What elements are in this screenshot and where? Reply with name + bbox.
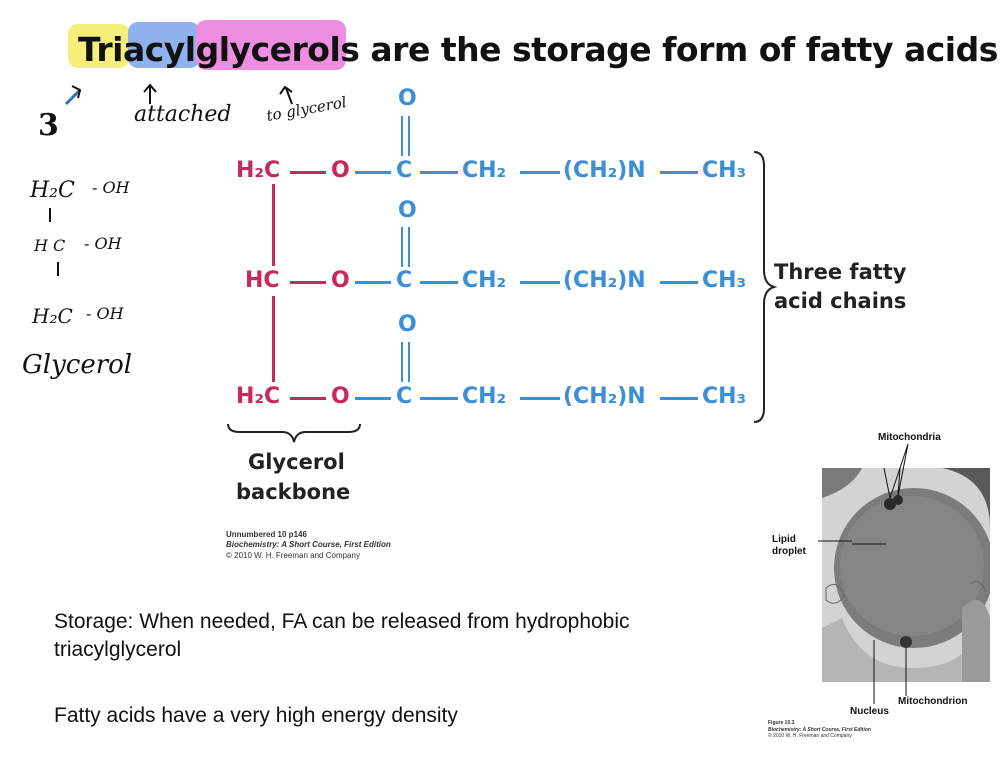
acyl-bond-2d (660, 281, 698, 284)
label-mitochondria: Mitochondria (878, 432, 941, 443)
acyl-bond-3d (660, 397, 698, 400)
figure-credit-1-line1: Unnumbered 10 p146 (226, 530, 307, 539)
carbonyl-bond-3b (408, 342, 410, 382)
carbonyl-bond-2b (408, 227, 410, 267)
carbonyl-bond-1b (408, 116, 410, 156)
glycerol-sketch-row2-left: H C (34, 236, 66, 255)
chain-1: (CH₂)N (563, 158, 646, 183)
glycerol-sketch-row1-right: - OH (92, 178, 130, 197)
figure-credit-1: Unnumbered 10 p146 Biochemistry: A Short… (226, 530, 391, 561)
figure-credit-2-line2: Biochemistry: A Short Course, First Edit… (768, 726, 871, 733)
carbonyl-oxygen-2: O (398, 198, 417, 223)
acyl-bond-3b (420, 397, 458, 400)
ester-bond-1 (290, 171, 326, 174)
methylene-3: CH₂ (462, 384, 507, 409)
body-line-1: Storage: When needed, FA can be released… (54, 610, 630, 633)
methylene-2: CH₂ (462, 268, 507, 293)
figure-credit-1-line3: © 2010 W. H. Freeman and Company (226, 550, 360, 560)
ester-oxygen-2: O (331, 268, 350, 293)
acyl-bond-3a (355, 397, 391, 400)
backbone-carbon-1: H₂C (236, 158, 281, 183)
methyl-3: CH₃ (702, 384, 747, 409)
carbonyl-carbon-2: C (396, 268, 413, 293)
figure-credit-2-line1: Figure 10.3 (768, 720, 795, 726)
backbone-carbon-3: H₂C (236, 384, 281, 409)
glycerol-sketch-row2-right: - OH (84, 234, 122, 253)
highlight-glycerols (196, 20, 346, 70)
label-nucleus: Nucleus (850, 706, 889, 717)
glycerol-sketch-row3-left: H₂C (32, 304, 73, 328)
carbonyl-carbon-3: C (396, 384, 413, 409)
backbone-bond-upper (272, 184, 275, 266)
slide-title: Triacylglycerols are the storage form of… (78, 30, 998, 69)
chain-2: (CH₂)N (563, 268, 646, 293)
label-lipid-droplet: Lipid droplet (772, 534, 806, 558)
glycerol-sketch-row1-left: H₂C (30, 178, 75, 203)
acyl-bond-2b (420, 281, 458, 284)
acyl-bond-2c (520, 281, 560, 284)
acyl-bond-1c (520, 171, 560, 174)
acyl-bond-3c (520, 397, 560, 400)
carbonyl-oxygen-1: O (398, 86, 417, 111)
body-line-2: triacylglycerol (54, 638, 182, 662)
backbone-label-line1: Glycerol (248, 450, 345, 474)
glycerol-sketch-caption: Glycerol (22, 350, 133, 380)
ester-bond-2 (290, 281, 326, 284)
carbonyl-bond-3a (401, 342, 403, 382)
label-lipid-droplet-line2: droplet (772, 546, 806, 557)
highlight-acyl (128, 22, 200, 68)
backbone-bracket (227, 423, 361, 443)
chains-label-line1: Three fatty (774, 260, 907, 284)
figure-credit-2: Figure 10.3 Biochemistry: A Short Course… (768, 720, 871, 740)
carbonyl-bond-2a (401, 227, 403, 267)
carbonyl-bond-1a (401, 116, 403, 156)
label-lipid-droplet-line1: Lipid (772, 534, 796, 545)
chain-3: (CH₂)N (563, 384, 646, 409)
methyl-2: CH₃ (702, 268, 747, 293)
ester-oxygen-1: O (331, 158, 350, 183)
body-text-storage: Storage: When needed, FA can be released… (54, 608, 630, 665)
annotation-attached: attached (134, 102, 232, 127)
backbone-label-line2: backbone (236, 480, 351, 504)
acyl-bond-1d (660, 171, 698, 174)
annotation-three: 3 (38, 108, 59, 143)
highlight-tri (68, 24, 130, 68)
body-text-energy: Fatty acids have a very high energy dens… (54, 704, 458, 727)
ester-oxygen-3: O (331, 384, 350, 409)
glycerol-sketch-row3-right: - OH (86, 304, 124, 323)
label-mitochondrion: Mitochondrion (898, 696, 968, 707)
figure-credit-2-line3: © 2010 W. H. Freeman and Company (768, 733, 852, 739)
acyl-bond-1a (355, 171, 391, 174)
carbonyl-oxygen-3: O (398, 312, 417, 337)
chains-label-line2: acid chains (774, 289, 907, 313)
chains-bracket (753, 151, 778, 423)
backbone-carbon-2: HC (245, 268, 280, 293)
figure-credit-1-line2: Biochemistry: A Short Course, First Edit… (226, 540, 391, 550)
methylene-1: CH₂ (462, 158, 507, 183)
ester-bond-3 (290, 397, 326, 400)
methyl-1: CH₃ (702, 158, 747, 183)
acyl-bond-1b (420, 171, 458, 174)
carbonyl-carbon-1: C (396, 158, 413, 183)
backbone-bond-lower (272, 296, 275, 382)
acyl-bond-2a (355, 281, 391, 284)
